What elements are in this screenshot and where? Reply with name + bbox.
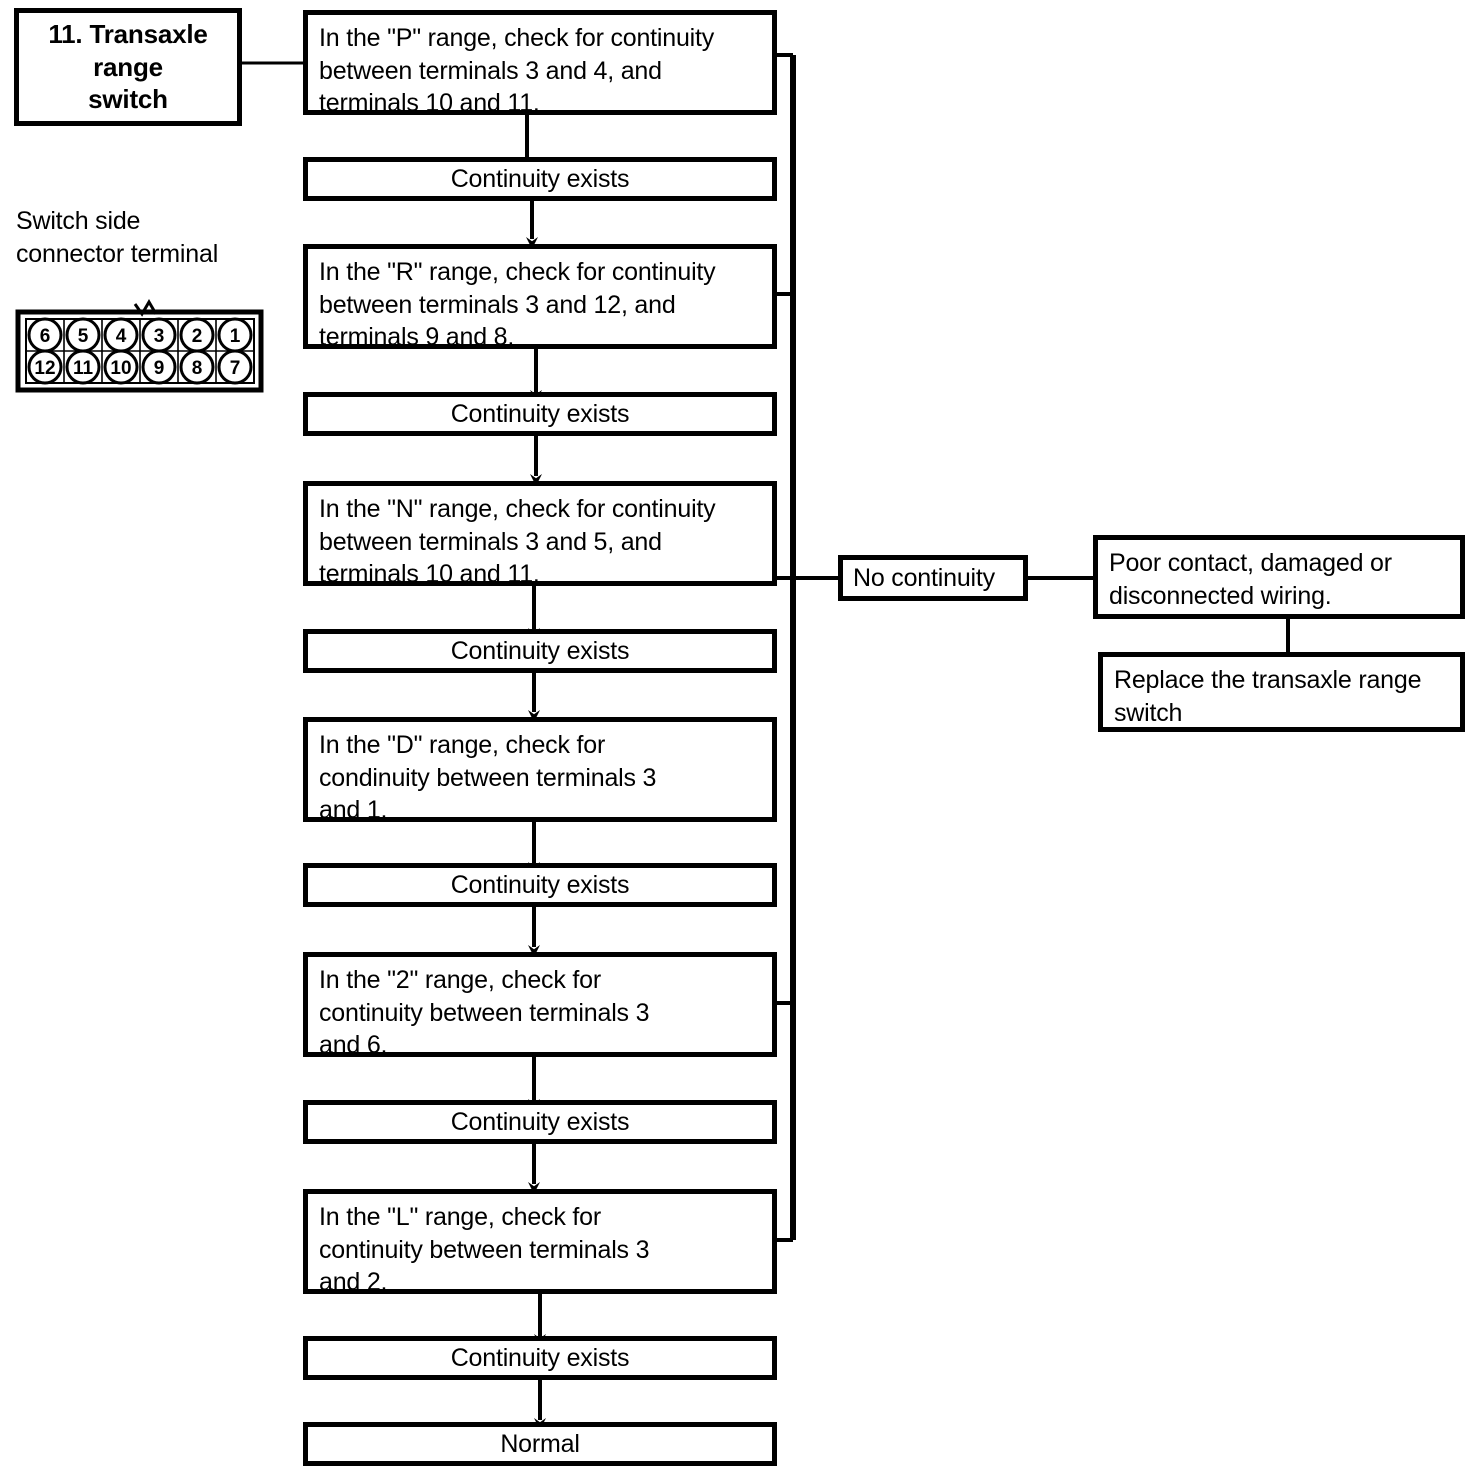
connector-pin-label-5: 5 — [78, 326, 89, 347]
step-label-p-range: In the "P" range, check for continuity b… — [319, 24, 715, 117]
fault-label-cause: Poor contact, damaged or disconnected wi… — [1109, 549, 1392, 610]
step-box-two-range: In the "2" range, check for continuity b… — [303, 952, 777, 1059]
step-box-l-range: In the "L" range, check for continuity b… — [303, 1189, 777, 1296]
step-label-l-range: In the "L" range, check for continuity b… — [319, 1203, 650, 1296]
step-box-cont-1: Continuity exists — [303, 157, 777, 201]
connector-pin-label-6: 6 — [40, 326, 51, 347]
connector-pin-10 — [103, 349, 139, 385]
connector-pin-label-8: 8 — [192, 358, 203, 379]
step-box-normal: Normal — [303, 1422, 777, 1466]
connector-pin-label-12: 12 — [34, 358, 55, 379]
step-label-n-range: In the "N" range, check for continuity b… — [319, 495, 716, 588]
connector-pin-label-4: 4 — [116, 326, 127, 347]
step-box-p-range: In the "P" range, check for continuity b… — [303, 10, 777, 117]
step-label-r-range: In the "R" range, check for continuity b… — [319, 258, 716, 351]
connector-caption: Switch side connector terminal — [16, 207, 219, 268]
step-label-two-range: In the "2" range, check for continuity b… — [319, 966, 650, 1059]
switch-connector-diagram: 6 5 4 3 2 1 12 11 10 9 8 7 — [14, 298, 266, 394]
step-box-n-range: In the "N" range, check for continuity b… — [303, 481, 777, 588]
step-label-cont-4: Continuity exists — [450, 870, 630, 899]
fault-box-no-continuity: No continuity — [838, 555, 1028, 601]
connector-pins-bottom-row: 12 11 10 9 8 7 — [27, 349, 253, 385]
section-title-label: 11. Transaxle range switch — [48, 18, 208, 115]
step-box-cont-4: Continuity exists — [303, 863, 777, 907]
step-box-d-range: In the "D" range, check for condinuity b… — [303, 717, 777, 824]
step-label-d-range: In the "D" range, check for condinuity b… — [319, 731, 657, 824]
step-label-cont-2: Continuity exists — [450, 399, 630, 428]
step-box-cont-5: Continuity exists — [303, 1100, 777, 1144]
step-label-normal: Normal — [500, 1429, 580, 1458]
connector-pin-label-11: 11 — [73, 358, 94, 379]
section-title-box: 11. Transaxle range switch — [14, 8, 242, 126]
connector-pin-7 — [217, 349, 253, 385]
connector-pin-label-10: 10 — [110, 358, 131, 379]
connector-cavity-grid — [26, 319, 254, 383]
step-label-cont-3: Continuity exists — [450, 636, 630, 665]
step-box-r-range: In the "R" range, check for continuity b… — [303, 244, 777, 351]
fault-label-no-continuity: No continuity — [853, 563, 995, 592]
connector-pin-label-9: 9 — [154, 358, 165, 379]
step-label-cont-5: Continuity exists — [450, 1107, 630, 1136]
connector-pin-label-2: 2 — [192, 326, 203, 347]
connector-notch-icon — [133, 299, 158, 317]
connector-pin-label-7: 7 — [230, 358, 241, 379]
step-box-cont-6: Continuity exists — [303, 1336, 777, 1380]
step-box-cont-3: Continuity exists — [303, 629, 777, 673]
connector-pin-11 — [65, 349, 101, 385]
connector-pin-8 — [179, 349, 215, 385]
fault-label-action: Replace the transaxle range switch — [1114, 666, 1422, 727]
step-label-cont-6: Continuity exists — [450, 1343, 630, 1372]
connector-pin-9 — [141, 349, 177, 385]
connector-outer-shell — [15, 309, 264, 393]
connector-pin-label-3: 3 — [154, 326, 165, 347]
connector-pin-12 — [27, 349, 63, 385]
step-box-cont-2: Continuity exists — [303, 392, 777, 436]
connector-pin-label-1: 1 — [230, 326, 241, 347]
fault-box-cause: Poor contact, damaged or disconnected wi… — [1093, 535, 1465, 619]
step-label-cont-1: Continuity exists — [450, 164, 630, 193]
fault-box-action: Replace the transaxle range switch — [1098, 652, 1465, 732]
